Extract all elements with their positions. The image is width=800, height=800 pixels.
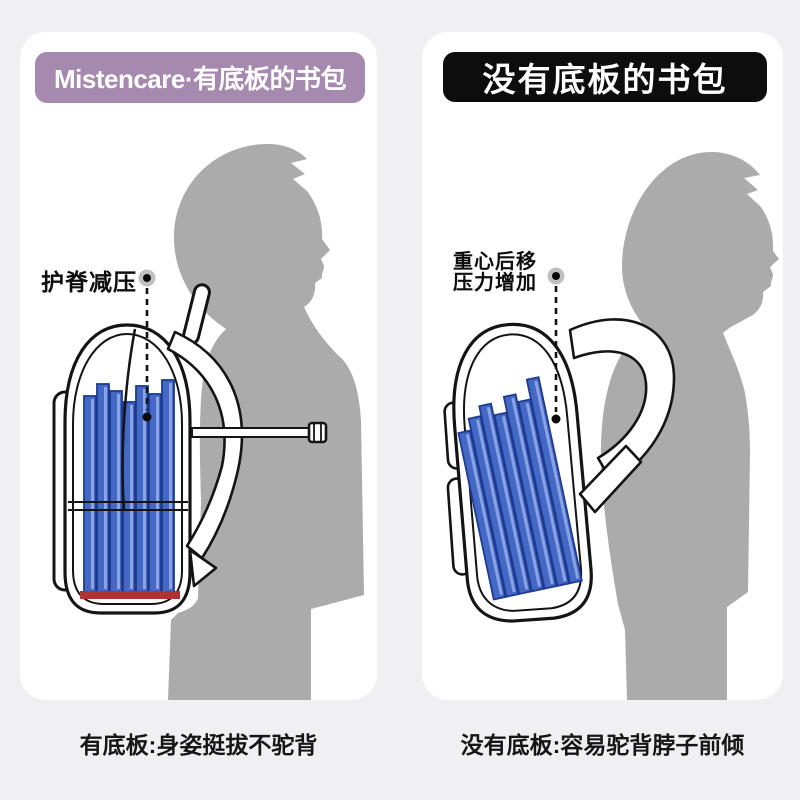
left-strap-end [188, 548, 218, 588]
right-illustration [443, 151, 779, 700]
left-illustration [52, 144, 364, 700]
left-books-upright [83, 379, 175, 593]
waist-strap-buckle [307, 421, 328, 444]
upright-child-silhouette [168, 144, 364, 700]
left-annotation-label: 护脊减压 [41, 269, 137, 295]
left-panel-with-board: Mistencare·有底板的书包 护脊减压 [20, 32, 377, 700]
right-panel-without-board: 没有底板的书包 重心后移 压力增加 [422, 32, 783, 700]
left-backpack-strap-curve [121, 328, 137, 510]
right-strap-lower-band [578, 444, 643, 514]
left-title-badge: Mistencare·有底板的书包 [35, 52, 365, 103]
right-caption: 没有底板:容易驼背脖子前倾 [460, 732, 745, 758]
pointer-dot [143, 274, 151, 282]
right-title-badge: 没有底板的书包 [443, 52, 767, 102]
pointer-dot [552, 272, 560, 280]
right-backpack-inner-lining [463, 333, 583, 612]
left-annotation-pointer [138, 269, 156, 422]
left-backpack [52, 283, 328, 615]
hunched-child-silhouette [600, 151, 779, 700]
right-books-tilted [457, 376, 583, 601]
right-annotation-pointer [547, 267, 565, 424]
right-annotation-line1: 重心后移 [453, 251, 537, 273]
right-annotation-label: 重心后移 压力增加 [453, 252, 537, 294]
left-backpack-handle [182, 283, 211, 345]
right-backpack [443, 322, 593, 623]
left-waist-strap [191, 427, 311, 438]
left-backpack-inner-lining [72, 332, 183, 605]
bottom-board [80, 591, 180, 599]
left-caption: 有底板:身姿挺拔不驼背 [79, 732, 318, 758]
pointer-end-dot [142, 412, 152, 422]
pointer-end-dot [551, 414, 561, 424]
buckle-detail [313, 423, 322, 442]
right-annotation-line2: 压力增加 [453, 272, 537, 294]
left-backpack-seam [68, 501, 188, 511]
